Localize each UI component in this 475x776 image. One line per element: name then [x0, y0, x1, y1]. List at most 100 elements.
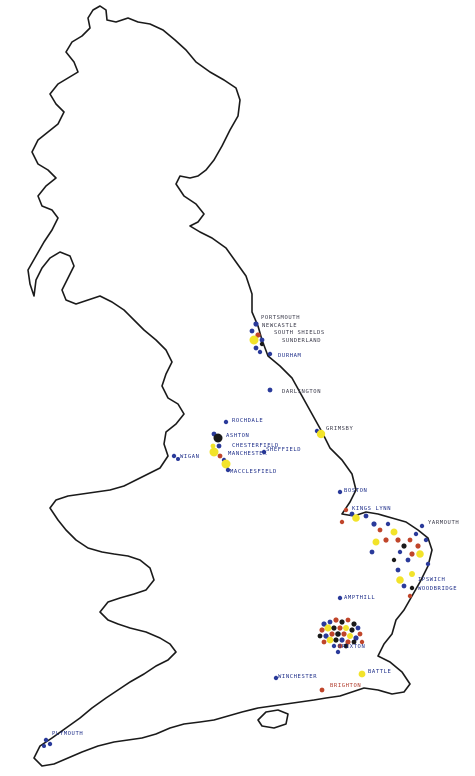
- marker-dot: [391, 557, 397, 563]
- marker-dot: [425, 561, 431, 567]
- label-sheffield: SHEFFIELD: [266, 447, 302, 453]
- marker-dot: [331, 625, 337, 631]
- marker-dot: [343, 643, 349, 649]
- label-plymouth: PLYMOUTH: [52, 731, 84, 737]
- marker-dot: [349, 627, 355, 633]
- marker-dot: [317, 633, 323, 639]
- marker-dot: [405, 557, 411, 563]
- marker-dot: [331, 643, 337, 649]
- label-manchester: MANCHESTER: [228, 451, 268, 457]
- marker-dot: [333, 637, 339, 643]
- label-yarmouth: YARMOUTH: [428, 520, 460, 526]
- marker-dot: [329, 631, 335, 637]
- marker-dot: [407, 593, 413, 599]
- marker-dot: [351, 621, 357, 627]
- marker-dot: [273, 675, 279, 681]
- marker-dot: [409, 571, 415, 577]
- marker-dot: [339, 637, 345, 643]
- isle-of-wight-outline: [257, 709, 289, 729]
- marker-dot: [345, 617, 351, 623]
- marker-dot: [319, 627, 325, 633]
- marker-dot: [352, 514, 360, 522]
- marker-dot: [358, 670, 366, 678]
- marker-dot: [353, 635, 359, 641]
- marker-dot: [217, 453, 223, 459]
- marker-dot: [323, 633, 329, 639]
- marker-dot: [407, 537, 413, 543]
- marker-dot: [371, 521, 377, 527]
- marker-dot: [397, 549, 403, 555]
- label-durham: DURHAM: [278, 353, 302, 359]
- marker-dot: [221, 459, 231, 469]
- label-darlington: DARLINGTON: [282, 389, 322, 395]
- marker-dot: [257, 349, 263, 355]
- marker-dot: [423, 537, 429, 543]
- label-sunderland: SUNDERLAND: [282, 338, 322, 344]
- marker-dot: [349, 511, 355, 517]
- marker-dot: [337, 625, 343, 631]
- marker-dot: [47, 741, 53, 747]
- marker-dot: [253, 345, 259, 351]
- marker-dot: [385, 521, 391, 527]
- marker-dot: [339, 519, 345, 525]
- marker-dot: [409, 551, 415, 557]
- marker-dot: [223, 419, 229, 425]
- label-woodbridge: WOODBRIDGE: [418, 586, 458, 592]
- marker-dot: [333, 617, 339, 623]
- label-rochdale: ROCHDALE: [232, 418, 264, 424]
- marker-dot: [267, 387, 273, 393]
- marker-dot: [416, 550, 424, 558]
- marker-dot: [390, 528, 398, 536]
- great-britain-outline: [27, 5, 433, 767]
- marker-dot: [216, 443, 222, 449]
- marker-dot: [225, 467, 231, 473]
- marker-dot: [326, 636, 334, 644]
- label-portsmouth-north: PORTSMOUTH: [261, 315, 301, 321]
- label-ashton: ASHTON: [226, 433, 250, 439]
- label-brighton: BRIGHTON: [330, 683, 362, 689]
- marker-dot: [401, 543, 407, 549]
- marker-dot: [255, 332, 261, 338]
- marker-dot: [337, 595, 343, 601]
- label-macclesfield: MACCLESFIELD: [230, 469, 277, 475]
- marker-dot: [210, 443, 216, 449]
- marker-dot: [209, 447, 219, 457]
- label-kings-lynn: KINGS LYNN: [352, 506, 392, 512]
- marker-dot: [343, 625, 349, 631]
- label-ampthill: AMPTHILL: [344, 595, 376, 601]
- marker-dot: [335, 649, 341, 655]
- marker-dot: [43, 737, 49, 743]
- marker-dot: [249, 328, 255, 334]
- marker-dot: [372, 538, 380, 546]
- marker-dot: [176, 457, 180, 461]
- marker-dot: [324, 624, 332, 632]
- marker-dot: [319, 687, 325, 693]
- marker-dot: [377, 527, 383, 533]
- label-winchester: WINCHESTER: [278, 674, 318, 680]
- event-markers: [42, 321, 431, 748]
- marker-dot: [401, 583, 407, 589]
- marker-dot: [171, 453, 177, 459]
- label-newcastle: NEWCASTLE: [262, 323, 298, 329]
- marker-dot: [316, 429, 326, 439]
- marker-dot: [267, 351, 273, 357]
- marker-dot: [253, 321, 259, 327]
- marker-dot: [351, 639, 357, 645]
- mainland-coastline: [27, 5, 433, 767]
- marker-dot: [339, 619, 345, 625]
- marker-dot: [359, 639, 365, 645]
- marker-dot: [409, 585, 415, 591]
- label-ipswich: IPSWICH: [418, 577, 446, 583]
- marker-dot: [341, 631, 347, 637]
- marker-dot: [396, 576, 404, 584]
- marker-dot: [261, 449, 267, 455]
- marker-dot: [321, 621, 327, 627]
- label-grimsby: GRIMSBY: [326, 426, 354, 432]
- label-brixton: BRIXTON: [338, 644, 366, 650]
- marker-dot: [395, 567, 401, 573]
- label-battle: BATTLE: [368, 669, 392, 675]
- marker-dot: [395, 537, 401, 543]
- marker-dot: [347, 633, 353, 639]
- marker-dot: [259, 337, 265, 343]
